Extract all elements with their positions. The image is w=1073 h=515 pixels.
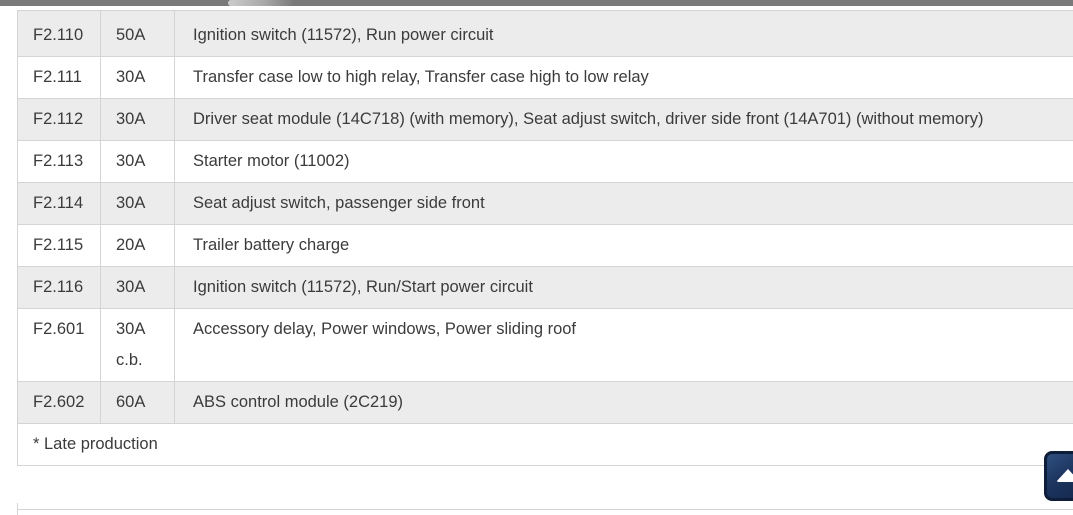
fuse-rating-cell: 30A <box>100 266 175 309</box>
table-row: F2.113 30A Starter motor (11002) <box>17 140 1073 183</box>
fuse-id-cell: F2.114 <box>17 182 101 225</box>
fuse-description-cell: Transfer case low to high relay, Transfe… <box>174 56 1073 99</box>
fuse-description-cell: Trailer battery charge <box>174 224 1073 267</box>
table-row: F2.602 60A ABS control module (2C219) <box>17 381 1073 424</box>
triangle-up-icon <box>1056 469 1073 482</box>
table-row: F2.116 30A Ignition switch (11572), Run/… <box>17 266 1073 309</box>
fuse-rating-cell: 20A <box>100 224 175 267</box>
footnote-row: * Late production <box>17 423 1073 466</box>
fuse-description-cell: ABS control module (2C219) <box>174 381 1073 424</box>
fuse-rating-cell: 60A <box>100 381 175 424</box>
fuse-rating-cell: 30A <box>100 56 175 99</box>
next-table-left-border <box>17 503 18 515</box>
fuse-id-cell: F2.602 <box>17 381 101 424</box>
fuse-description-cell: Accessory delay, Power windows, Power sl… <box>174 308 1073 382</box>
fuse-id-cell: F2.113 <box>17 140 101 183</box>
table-row: F2.111 30A Transfer case low to high rel… <box>17 56 1073 99</box>
fuse-id-cell: F2.115 <box>17 224 101 267</box>
scrollbar-thumb[interactable] <box>228 0 294 6</box>
fuse-description-cell: Seat adjust switch, passenger side front <box>174 182 1073 225</box>
table-row: F2.115 20A Trailer battery charge <box>17 224 1073 267</box>
table-row: F2.112 30A Driver seat module (14C718) (… <box>17 98 1073 141</box>
fuse-description-cell: Driver seat module (14C718) (with memory… <box>174 98 1073 141</box>
horizontal-scrollbar[interactable] <box>0 0 1073 6</box>
next-table-top-border <box>17 509 1073 510</box>
fuse-id-cell: F2.601 <box>17 308 101 382</box>
table-row: F2.114 30A Seat adjust switch, passenger… <box>17 182 1073 225</box>
fuse-rating-cell: 30A <box>100 98 175 141</box>
footnote-text: * Late production <box>17 423 1073 466</box>
fuse-id-cell: F2.110 <box>17 10 101 57</box>
table-row: F2.110 50A Ignition switch (11572), Run … <box>17 10 1073 57</box>
fuse-description-cell: Ignition switch (11572), Run power circu… <box>174 10 1073 57</box>
fuse-rating-cell: 30A <box>100 140 175 183</box>
fuse-id-cell: F2.111 <box>17 56 101 99</box>
fuse-id-cell: F2.116 <box>17 266 101 309</box>
fuse-table: F2.110 50A Ignition switch (11572), Run … <box>17 10 1073 466</box>
fuse-rating-cell: 30A <box>100 182 175 225</box>
fuse-description-cell: Ignition switch (11572), Run/Start power… <box>174 266 1073 309</box>
back-to-top-button[interactable] <box>1044 451 1073 501</box>
fuse-rating-cell: 50A <box>100 10 175 57</box>
fuse-description-cell: Starter motor (11002) <box>174 140 1073 183</box>
fuse-id-cell: F2.112 <box>17 98 101 141</box>
